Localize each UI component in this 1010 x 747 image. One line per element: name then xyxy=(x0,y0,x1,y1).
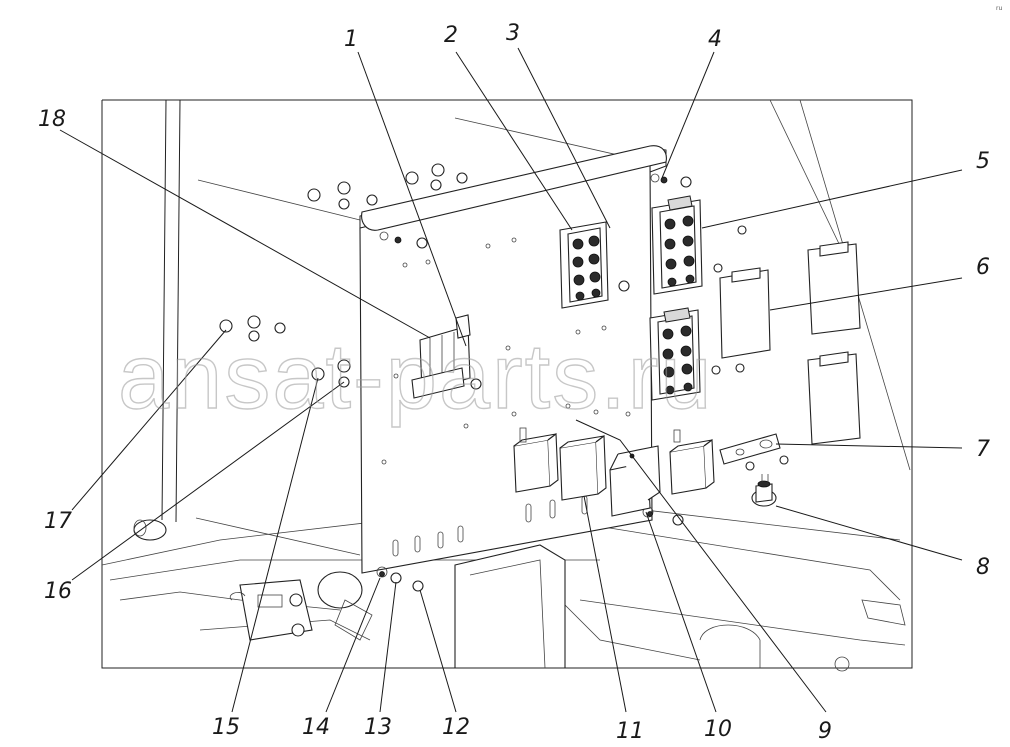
fuse-block-part-2 xyxy=(559,221,609,309)
cover-part-5 xyxy=(807,241,861,335)
callout-1: 1 xyxy=(344,27,358,52)
callout-12: 12 xyxy=(442,715,470,740)
callout-14: 14 xyxy=(302,715,330,740)
fuse-block-lower xyxy=(649,307,701,401)
callout-13: 13 xyxy=(364,715,392,740)
callout-6: 6 xyxy=(976,255,990,280)
callout-3: 3 xyxy=(506,21,520,46)
callout-2: 2 xyxy=(444,23,458,48)
callout-17: 17 xyxy=(44,509,72,534)
callout-7: 7 xyxy=(976,437,990,462)
callout-4: 4 xyxy=(708,27,722,52)
watermark: ansat-parts.ru xyxy=(118,326,714,428)
callout-10: 10 xyxy=(704,717,732,742)
switch-part-8 xyxy=(751,474,777,507)
callout-labels: 1 2 3 4 5 6 7 8 9 10 11 12 13 14 15 16 1… xyxy=(38,21,990,744)
callout-11: 11 xyxy=(616,719,644,744)
callout-5: 5 xyxy=(976,149,990,174)
bracket-part-1 xyxy=(411,314,471,399)
callout-18: 18 xyxy=(38,107,66,132)
relay-4 xyxy=(669,429,715,495)
callout-8: 8 xyxy=(976,555,990,580)
relay-2 xyxy=(559,434,607,501)
chassis-background xyxy=(101,99,911,672)
frame-outline xyxy=(101,99,913,669)
fuse-block-part-3 xyxy=(651,195,703,295)
callout-16: 16 xyxy=(44,579,72,604)
fasteners xyxy=(219,163,789,592)
relay-1 xyxy=(513,427,559,493)
bracket-part-7 xyxy=(719,433,781,465)
corner-mark: ru xyxy=(996,5,1002,12)
leader-lines xyxy=(59,47,963,713)
cover-lower xyxy=(807,351,861,445)
cover-part-6 xyxy=(719,267,771,359)
callout-15: 15 xyxy=(212,715,240,740)
callout-9: 9 xyxy=(818,719,832,744)
